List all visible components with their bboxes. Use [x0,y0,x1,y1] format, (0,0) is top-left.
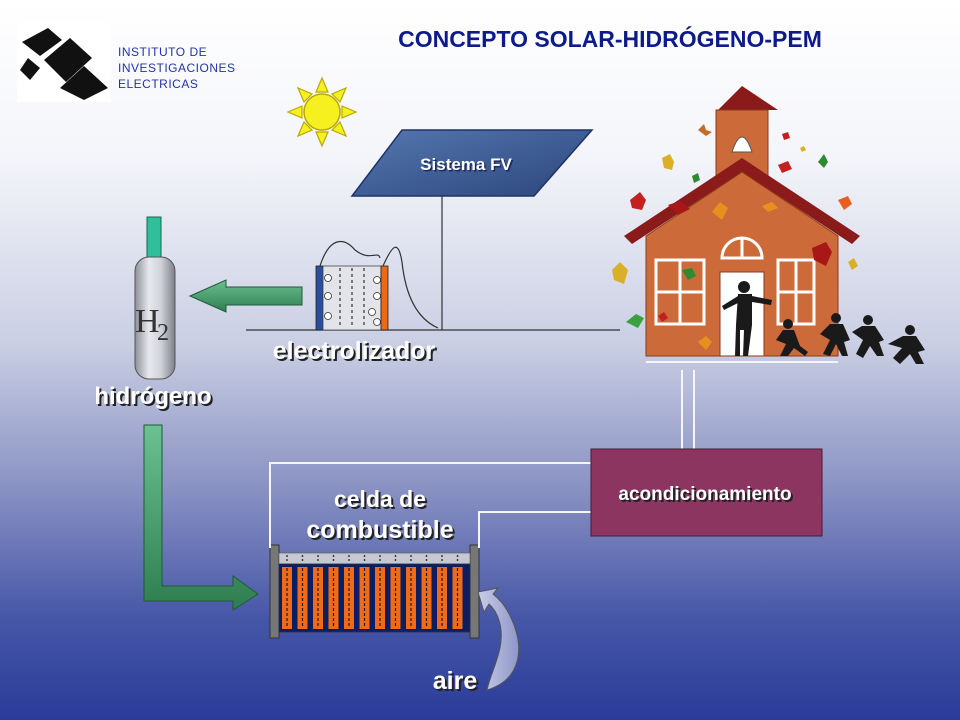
adult-figure [722,281,772,356]
logo-shape-4 [20,58,40,80]
wire-fuel-cell-to-conditioning-top [269,462,591,548]
arrow-hydrogen-to-fuel-cell [143,424,259,611]
h2-subscript: 2 [157,320,169,346]
conditioning-box [590,448,823,537]
falling-leaves [612,124,858,350]
h2-symbol: H [135,303,160,340]
children-figures [776,313,925,364]
electrolyzer-label: electrolizador [273,337,436,365]
institute-logo [17,22,111,102]
wire-fuel-cell-to-conditioning-bottom [478,511,591,548]
pv-label: Sistema FV [420,155,512,174]
electrolyzer-label-shadow: electrolizador [275,339,438,367]
institute-line-2: INVESTIGACIONES [118,61,236,75]
logo-shape-2 [44,38,92,82]
page-title: CONCEPTO SOLAR-HIDRÓGENO-PEM [398,25,822,52]
bell-tower-roof [718,86,778,110]
air-inflow-arrow [477,587,520,691]
pv-panel [350,129,594,197]
pv-label-shadow: Sistema FV [422,157,514,176]
hydrogen-label: hidrógeno [94,383,211,410]
school-house [612,86,925,364]
logo-shape-1 [22,28,62,56]
air-label-shadow: aire [435,669,480,697]
institute-line-3: ELECTRICAS [118,77,198,91]
conditioning-label-shadow: acondicionamiento [620,486,793,507]
bell-icon [731,136,753,153]
fuel-cell-stack [269,544,480,639]
fuel-cell-label-2-shadow: combustible [308,518,455,546]
fuel-cell-label-1: celda de [334,486,426,512]
conditioning-label: acondicionamiento [618,484,791,505]
logo-shape-3 [60,66,108,100]
fuel-cell-label-2: combustible [306,516,453,544]
sun-icon [286,76,358,148]
fuel-cell-label-1-shadow: celda de [336,488,428,514]
air-label: aire [433,667,478,695]
arrow-electrolyzer-to-hydrogen [188,279,303,313]
electrolyzer [315,241,439,331]
institute-line-1: INSTITUTO DE [118,45,207,59]
hydrogen-cylinder [134,216,176,380]
hydrogen-label-shadow: hidrógeno [96,385,213,412]
